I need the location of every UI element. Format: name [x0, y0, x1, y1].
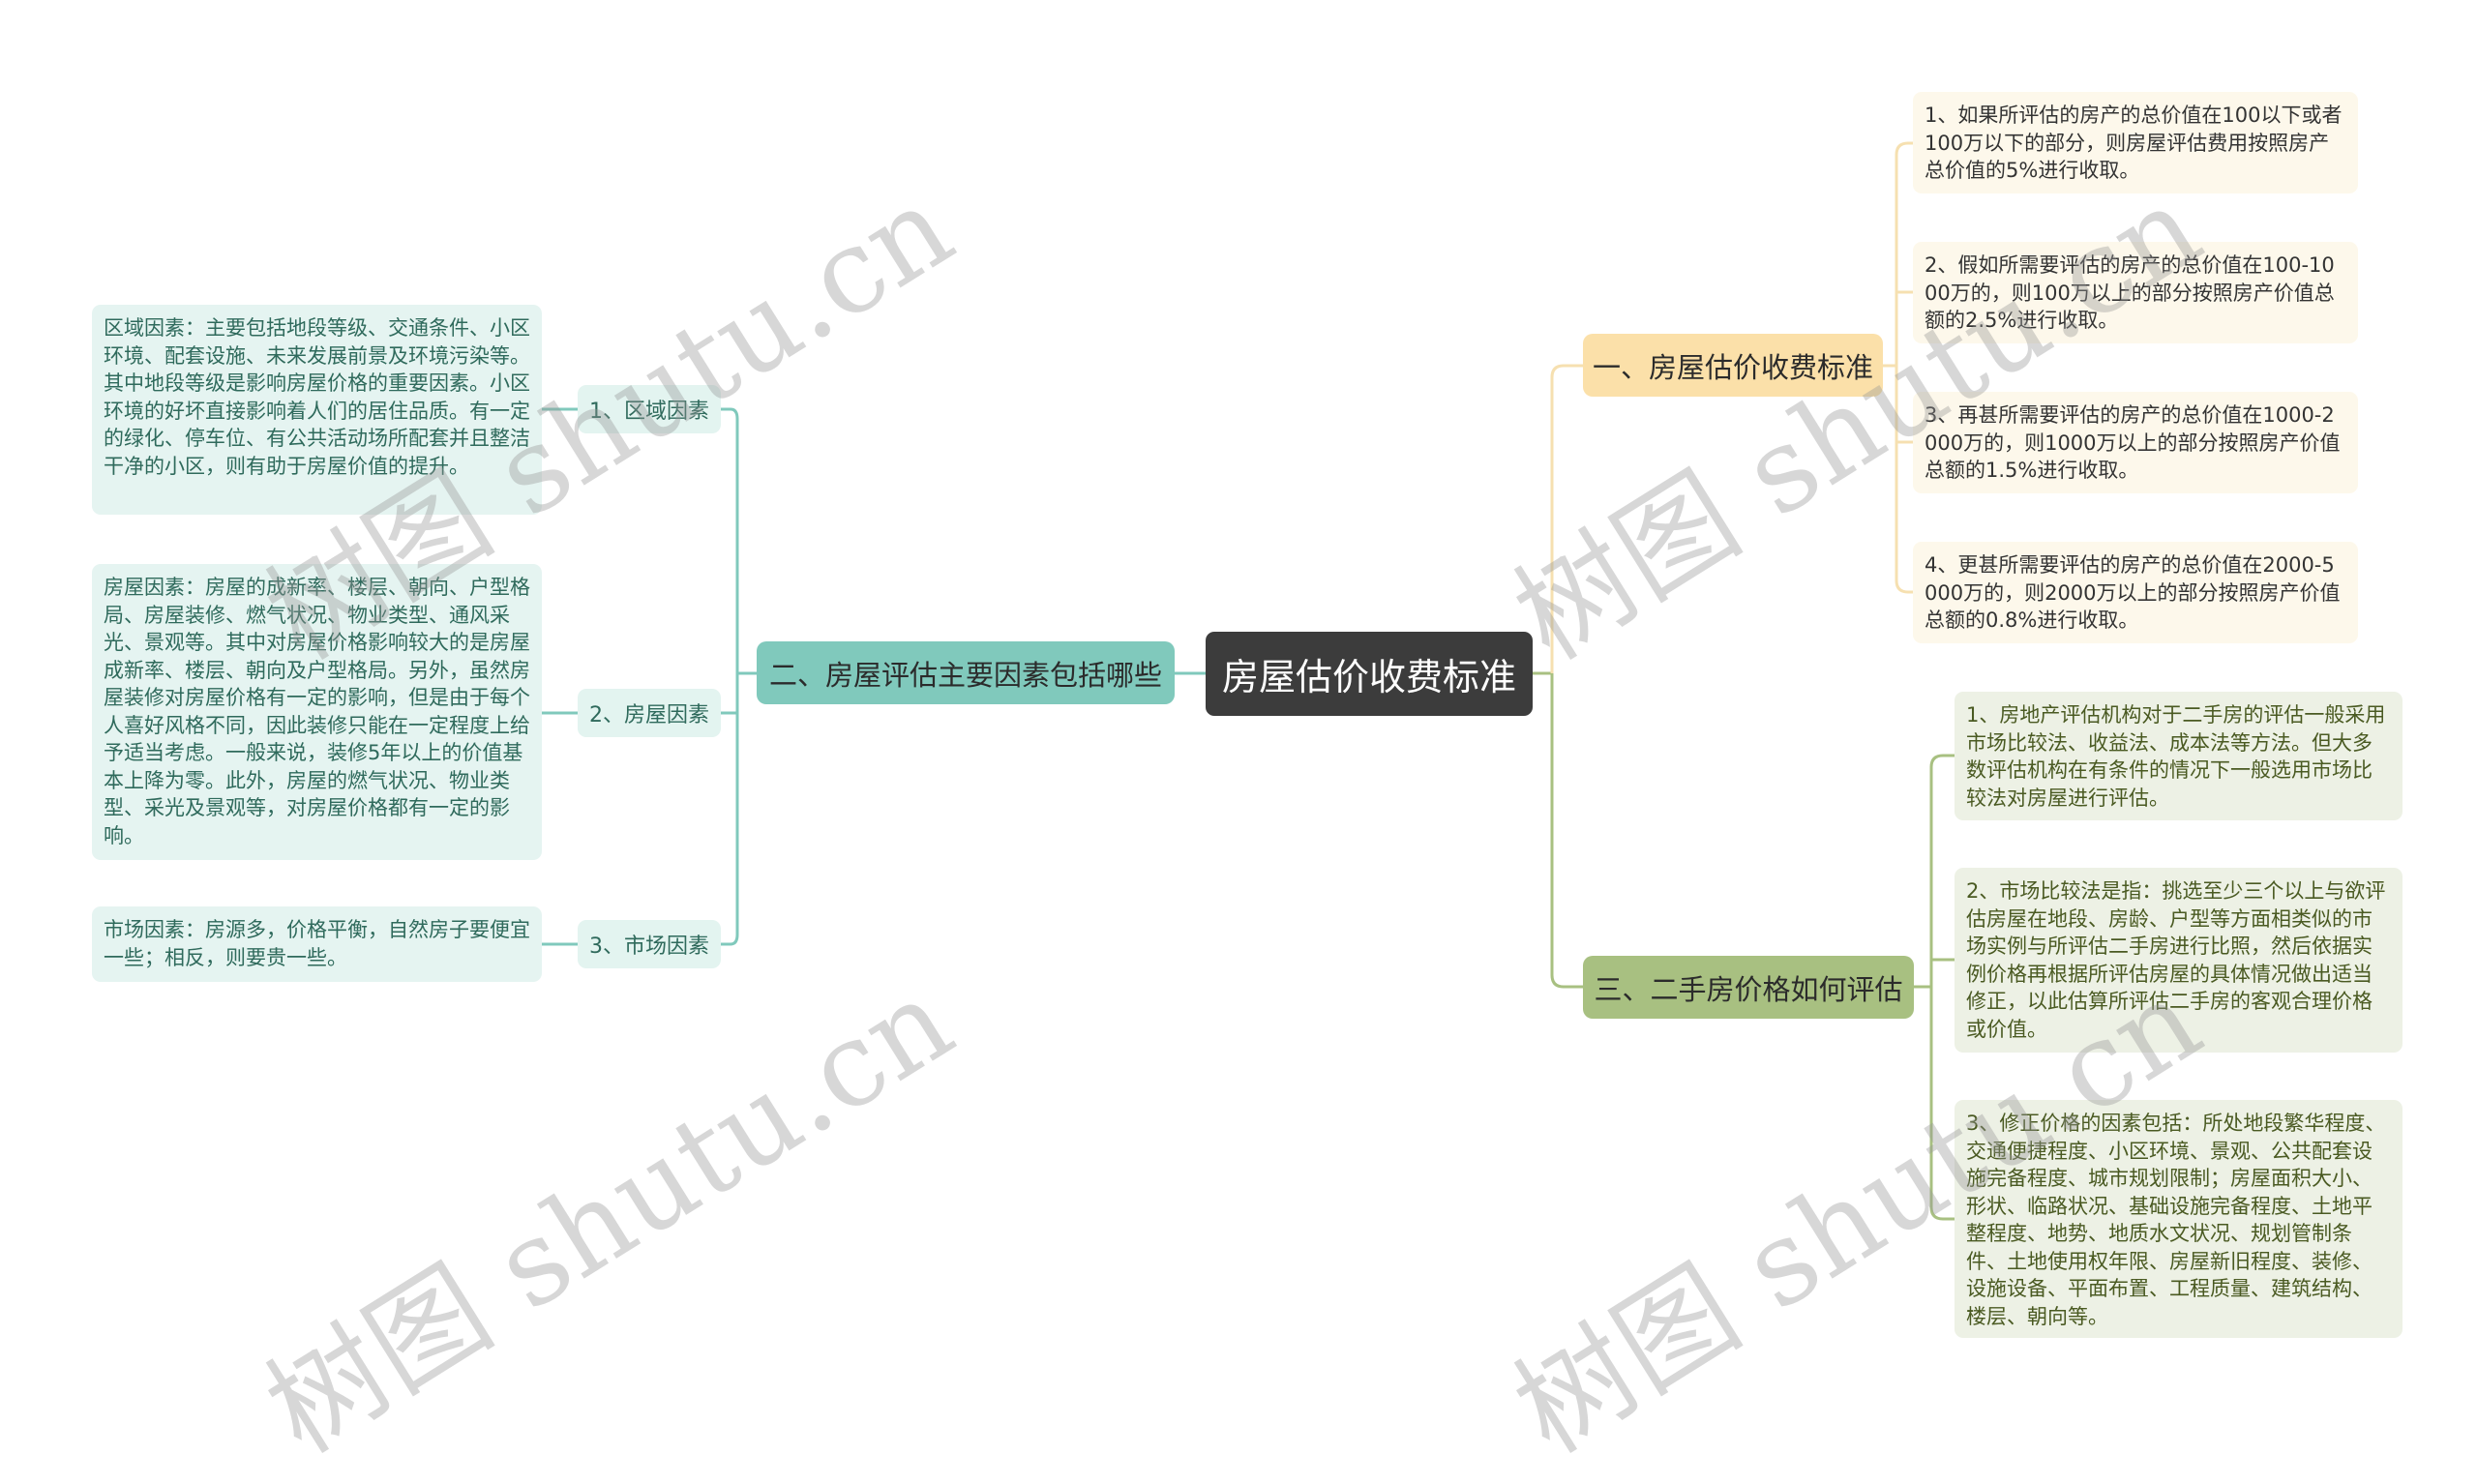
leaf-text: 市场因素：房源多，价格平衡，自然房子要便宜一些；相反，则要贵一些。 [104, 918, 530, 969]
subnode-market-factors[interactable]: 3、市场因素 [578, 920, 721, 968]
leaf-text: 1、如果所评估的房产的总价值在100以下或者100万以下的部分，则房屋评估费用按… [1925, 104, 2343, 182]
subnode-house-factors[interactable]: 2、房屋因素 [578, 689, 721, 737]
leaf-text: 房屋因素：房屋的成新率、楼层、朝向、户型格局、房屋装修、燃气状况、物业类型、通风… [104, 576, 530, 847]
leaf-text: 3、修正价格的因素包括：所处地段繁华程度、交通便捷程度、小区环境、景观、公共配套… [1966, 1112, 2386, 1328]
leaf-text: 4、更甚所需要评估的房产的总价值在2000-5000万的，则2000万以上的部分… [1925, 553, 2341, 632]
leaf-text: 2、假如所需要评估的房产的总价值在100-1000万的，则100万以上的部分按照… [1925, 253, 2335, 332]
leaf-fee-rule-4[interactable]: 4、更甚所需要评估的房产的总价值在2000-5000万的，则2000万以上的部分… [1913, 542, 2358, 643]
subnode-regional-factors[interactable]: 1、区域因素 [578, 385, 721, 433]
leaf-fee-rule-3[interactable]: 3、再甚所需要评估的房产的总价值在1000-2000万的，则1000万以上的部分… [1913, 392, 2358, 493]
branch-second-hand-valuation[interactable]: 三、二手房价格如何评估 [1583, 956, 1914, 1019]
leaf-text: 2、市场比较法是指：挑选至少三个以上与欲评估房屋在地段、房龄、户型等方面相类似的… [1966, 879, 2386, 1041]
branch-label: 一、房屋估价收费标准 [1592, 350, 1873, 384]
leaf-market-factors-detail[interactable]: 市场因素：房源多，价格平衡，自然房子要便宜一些；相反，则要贵一些。 [92, 906, 542, 982]
leaf-fee-rule-1[interactable]: 1、如果所评估的房产的总价值在100以下或者100万以下的部分，则房屋评估费用按… [1913, 92, 2358, 193]
branch-main-factors[interactable]: 二、房屋评估主要因素包括哪些 [757, 641, 1175, 704]
leaf-text: 1、房地产评估机构对于二手房的评估一般采用市场比较法、收益法、成本法等方法。但大… [1966, 703, 2386, 810]
subnode-label: 2、房屋因素 [589, 703, 709, 727]
leaf-text: 3、再甚所需要评估的房产的总价值在1000-2000万的，则1000万以上的部分… [1925, 403, 2341, 482]
root-label: 房屋估价收费标准 [1221, 656, 1516, 698]
subnode-label: 1、区域因素 [589, 400, 709, 424]
subnode-label: 3、市场因素 [589, 935, 709, 959]
leaf-fee-rule-2[interactable]: 2、假如所需要评估的房产的总价值在100-1000万的，则100万以上的部分按照… [1913, 242, 2358, 343]
leaf-house-factors-detail[interactable]: 房屋因素：房屋的成新率、楼层、朝向、户型格局、房屋装修、燃气状况、物业类型、通风… [92, 564, 542, 860]
leaf-valuation-method-3[interactable]: 3、修正价格的因素包括：所处地段繁华程度、交通便捷程度、小区环境、景观、公共配套… [1955, 1100, 2402, 1338]
leaf-regional-factors-detail[interactable]: 区域因素：主要包括地段等级、交通条件、小区环境、配套设施、未来发展前景及环境污染… [92, 305, 542, 515]
leaf-valuation-method-1[interactable]: 1、房地产评估机构对于二手房的评估一般采用市场比较法、收益法、成本法等方法。但大… [1955, 692, 2402, 820]
branch-fee-standard[interactable]: 一、房屋估价收费标准 [1583, 334, 1883, 397]
branch-label: 三、二手房价格如何评估 [1594, 972, 1903, 1006]
leaf-text: 区域因素：主要包括地段等级、交通条件、小区环境、配套设施、未来发展前景及环境污染… [104, 316, 530, 478]
root-node[interactable]: 房屋估价收费标准 [1206, 632, 1533, 716]
leaf-valuation-method-2[interactable]: 2、市场比较法是指：挑选至少三个以上与欲评估房屋在地段、房龄、户型等方面相类似的… [1955, 868, 2402, 1053]
branch-label: 二、房屋评估主要因素包括哪些 [768, 658, 1162, 692]
connector-lines [542, 141, 1955, 1221]
